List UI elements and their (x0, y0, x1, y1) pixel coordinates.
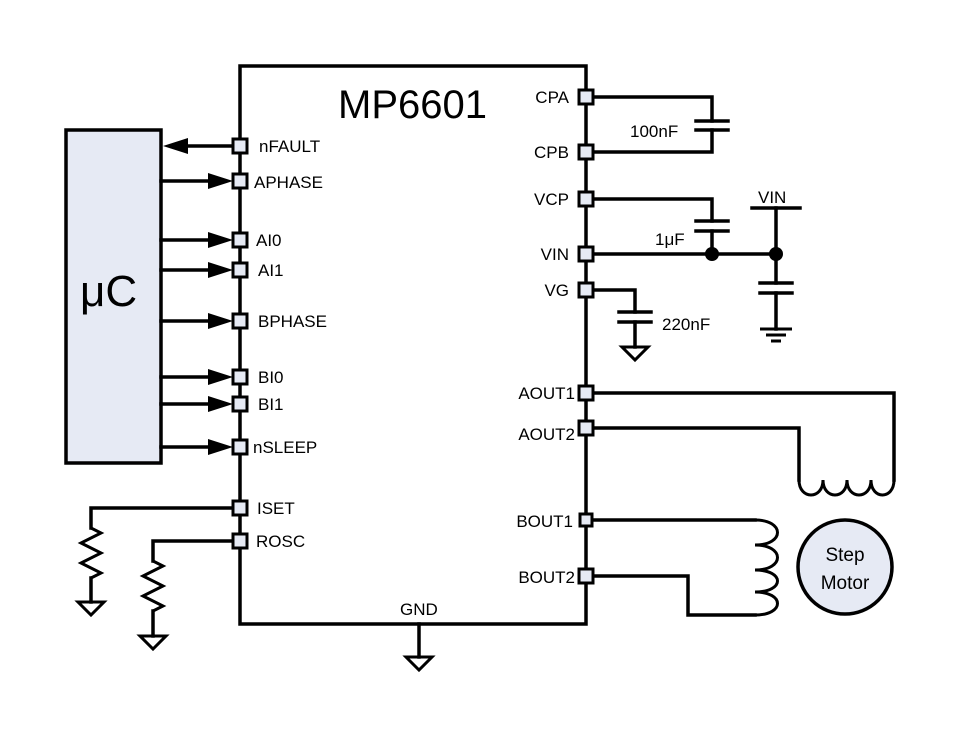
pin-label-vg: VG (544, 281, 569, 300)
arrow-bi0-icon (208, 369, 233, 385)
coil-a (592, 391, 896, 497)
arrow-aphase-icon (208, 173, 233, 189)
pin-bout2 (577, 567, 595, 585)
chip-body (238, 64, 588, 626)
step-motor (796, 518, 894, 616)
cap-100nf (592, 95, 730, 154)
pin-ai1 (231, 261, 249, 279)
pin-label-nsleep: nSLEEP (253, 438, 317, 457)
pin-ai0 (231, 231, 249, 249)
vin-supply-label: VIN (758, 188, 786, 207)
junction-dot (705, 247, 719, 261)
microcontroller (64, 128, 163, 465)
pin-bphase (231, 312, 249, 330)
pin-label-nfault: nFAULT (259, 137, 320, 156)
pin-label-vcp: VCP (534, 190, 569, 209)
coil-b (592, 518, 779, 617)
pin-label-aout1: AOUT1 (518, 384, 575, 403)
pin-aout2 (577, 419, 595, 437)
chip-ground (402, 622, 436, 673)
cap-1uf-label: 1μF (655, 230, 685, 249)
arrow-nsleep-icon (208, 439, 233, 455)
vin-supply (750, 206, 802, 343)
cap-220nf (592, 288, 653, 363)
left-pins (231, 137, 249, 550)
pin-label-bout1: BOUT1 (516, 512, 573, 531)
motor-label-line1: Step (825, 545, 864, 566)
gnd-label: GND (400, 600, 438, 619)
ground-icon (402, 655, 436, 673)
pin-vg (577, 281, 595, 299)
ground-icon (136, 634, 170, 652)
pin-cpa (577, 88, 595, 106)
pin-cpb (577, 143, 595, 161)
iset-resistor (74, 506, 234, 618)
pin-bi1 (231, 395, 249, 413)
pin-label-aphase: APHASE (254, 173, 323, 192)
pin-label-ai0: AI0 (256, 231, 282, 250)
pin-rosc (231, 532, 249, 550)
rosc-resistor (136, 539, 234, 652)
chip-title: MP6601 (338, 83, 487, 127)
motor-label-line2: Motor (821, 573, 870, 594)
pin-vcp (577, 190, 595, 208)
pin-label-bphase: BPHASE (258, 312, 327, 331)
pin-label-rosc: ROSC (256, 532, 305, 551)
cap-220nf-label: 220nF (662, 315, 710, 334)
pin-label-bout2: BOUT2 (518, 568, 575, 587)
arrow-bphase-icon (208, 313, 233, 329)
pin-label-bi1: BI1 (258, 395, 284, 414)
pin-label-iset: ISET (257, 499, 295, 518)
pin-label-ai1: AI1 (258, 261, 284, 280)
pin-label-cpa: CPA (535, 88, 569, 107)
ground-icon (618, 345, 652, 363)
arrow-ai0-icon (208, 232, 233, 248)
pin-aphase (231, 172, 249, 190)
ground-icon (74, 600, 108, 618)
pin-vin (577, 245, 595, 263)
cap-100nf-label: 100nF (630, 122, 678, 141)
pin-iset (231, 499, 249, 517)
pin-label-bi0: BI0 (258, 368, 284, 387)
pin-nsleep (231, 438, 249, 456)
pin-aout1 (577, 384, 595, 402)
signal-wires (159, 138, 234, 455)
pin-label-aout2: AOUT2 (518, 425, 575, 444)
pin-bout1 (578, 512, 594, 528)
pin-nfault (231, 137, 249, 155)
microcontroller-label: μC (80, 267, 137, 316)
arrow-ai1-icon (208, 262, 233, 278)
arrow-bi1-icon (208, 396, 233, 412)
arrow-nfault-icon (163, 138, 188, 154)
pin-label-vin: VIN (541, 245, 569, 264)
pin-bi0 (231, 368, 249, 386)
pin-label-cpb: CPB (534, 143, 569, 162)
right-pins (577, 88, 595, 585)
